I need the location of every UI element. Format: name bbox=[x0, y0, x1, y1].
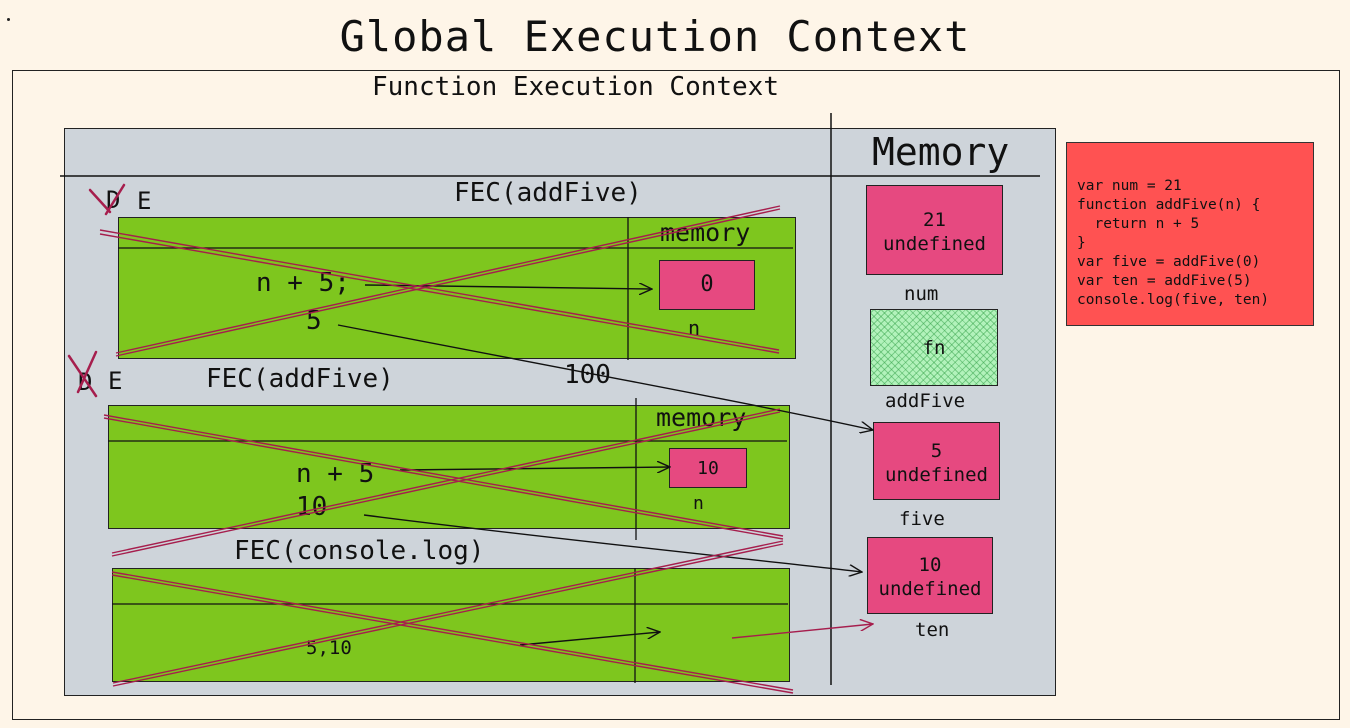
code-line: var five = addFive(0) bbox=[1077, 254, 1261, 270]
memory-num-name: num bbox=[904, 283, 939, 305]
fec3-arrow bbox=[519, 632, 660, 646]
fec1-label: FEC(addFive) bbox=[454, 178, 642, 208]
fec1-declaration-crossed-icon bbox=[88, 183, 126, 216]
fec2-memory-label: memory bbox=[656, 403, 747, 432]
fec2-memory-value-box: 10 bbox=[669, 448, 747, 488]
fec2-strike bbox=[103, 408, 784, 557]
function-execution-context-title: Function Execution Context bbox=[372, 72, 779, 102]
code-line: var num = 21 bbox=[1077, 178, 1182, 194]
memory-ten-value-1: 10 bbox=[918, 554, 942, 576]
fec1-phase-e: E bbox=[137, 187, 152, 215]
code-line: } bbox=[1077, 235, 1086, 251]
source-code-box: var num = 21 function addFive(n) { return… bbox=[1066, 142, 1314, 326]
stray-dot bbox=[7, 18, 10, 21]
memory-addfive-box: fn bbox=[870, 309, 998, 386]
memory-five-name: five bbox=[899, 508, 945, 530]
fec1-strike bbox=[99, 205, 781, 357]
fec2-return-arrow bbox=[363, 514, 862, 572]
fec1-return-arrow bbox=[337, 324, 873, 430]
memory-header: Memory bbox=[872, 130, 1010, 174]
fec3-output-arrow bbox=[731, 624, 873, 639]
fec2-memory-var: n bbox=[693, 493, 704, 514]
fec3-box bbox=[112, 568, 790, 682]
fec2-phase-e: E bbox=[108, 367, 123, 395]
memory-ten-value-2: undefined bbox=[878, 578, 982, 600]
note-100: 100 bbox=[564, 360, 611, 390]
fec1-code-line: n + 5; bbox=[256, 268, 350, 298]
memory-num-value-1: 21 bbox=[923, 209, 946, 231]
memory-addfive-name: addFive bbox=[885, 390, 966, 412]
code-line: console.log(five, ten) bbox=[1077, 292, 1270, 308]
fec2-declaration-crossed-icon bbox=[67, 350, 98, 398]
memory-num-box: 21 undefined bbox=[866, 185, 1003, 275]
code-line: return n + 5 bbox=[1077, 216, 1200, 232]
code-line: var ten = addFive(5) bbox=[1077, 273, 1252, 289]
memory-five-box: 5 undefined bbox=[873, 422, 1000, 500]
fec2-label: FEC(addFive) bbox=[206, 364, 394, 394]
memory-five-value-1: 5 bbox=[930, 440, 943, 462]
memory-ten-name: ten bbox=[915, 619, 950, 641]
fec3-label: FEC(console.log) bbox=[234, 536, 485, 566]
code-line: function addFive(n) { bbox=[1077, 197, 1261, 213]
global-execution-context-frame bbox=[12, 70, 1340, 720]
memory-ten-box: 10 undefined bbox=[867, 537, 993, 614]
fec2-arg-arrow bbox=[399, 467, 670, 470]
fec1-memory-value-box: 0 bbox=[659, 260, 755, 310]
fec3-strike bbox=[111, 540, 794, 694]
memory-five-value-2: undefined bbox=[885, 464, 988, 486]
page-title: Global Execution Context bbox=[339, 12, 971, 61]
memory-num-value-2: undefined bbox=[883, 233, 986, 255]
